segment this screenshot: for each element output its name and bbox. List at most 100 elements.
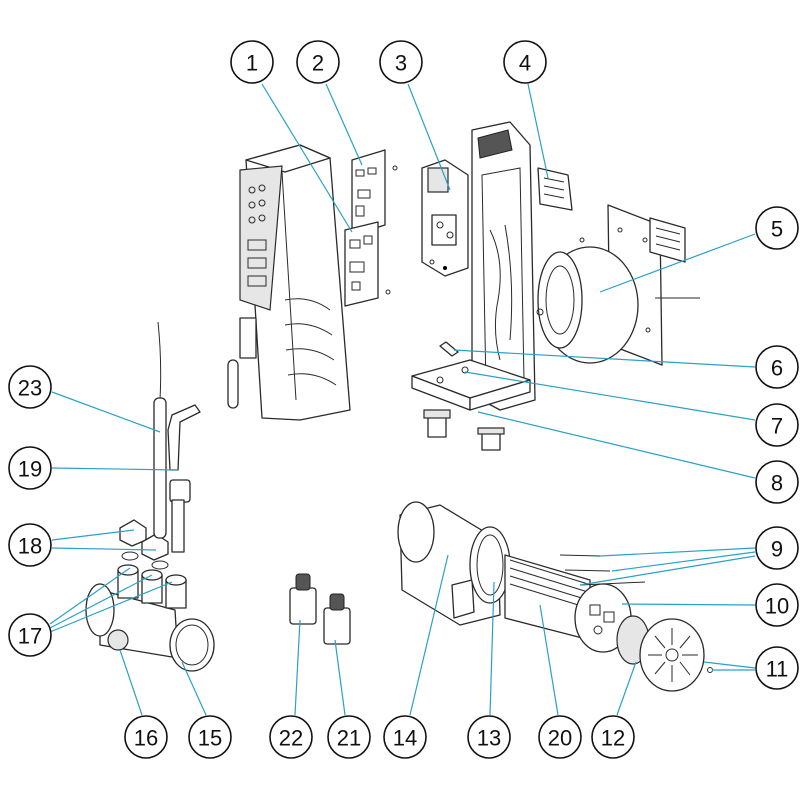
callout-circle bbox=[755, 460, 799, 504]
leader-line-17-1 bbox=[49, 567, 131, 625]
callout-label: 20 bbox=[548, 726, 572, 751]
callout-circle bbox=[755, 526, 799, 570]
leader-line-6 bbox=[453, 349, 756, 368]
callout-circle bbox=[8, 613, 52, 657]
callout-19: 19 bbox=[8, 446, 52, 490]
callout-label: 7 bbox=[771, 414, 783, 439]
callout-2: 2 bbox=[296, 40, 340, 84]
leader-line-13 bbox=[489, 581, 495, 716]
leader-line-22 bbox=[294, 619, 301, 716]
callout-label: 23 bbox=[18, 376, 42, 401]
leader-line-17-2 bbox=[49, 574, 153, 629]
callout-label: 19 bbox=[18, 457, 42, 482]
leader-line-4 bbox=[527, 83, 549, 179]
callout-circle bbox=[8, 446, 52, 490]
leader-line-18-2 bbox=[51, 547, 157, 551]
leader-line-3 bbox=[407, 83, 451, 191]
callout-circle bbox=[296, 40, 340, 84]
base-bracket bbox=[411, 341, 531, 451]
callout-13: 13 bbox=[467, 715, 511, 759]
leader-line-12 bbox=[616, 661, 637, 716]
callout-label: 14 bbox=[393, 726, 417, 751]
callout-label: 15 bbox=[198, 726, 222, 751]
callout-11: 11 bbox=[755, 646, 799, 690]
callout-label: 17 bbox=[18, 624, 42, 649]
leader-line-2 bbox=[325, 83, 363, 166]
leader-line-11-1 bbox=[703, 661, 756, 669]
cell-assembly bbox=[397, 501, 713, 692]
callout-circle bbox=[755, 646, 799, 690]
leader-line-9-2 bbox=[611, 551, 756, 572]
leader-lines bbox=[49, 83, 756, 716]
callout-circle bbox=[755, 345, 799, 389]
leader-line-7 bbox=[464, 371, 756, 421]
leader-line-10 bbox=[621, 603, 756, 606]
leader-line-20 bbox=[539, 604, 559, 716]
callout-circle bbox=[591, 715, 635, 759]
leader-line-23 bbox=[51, 391, 161, 433]
leader-line-14 bbox=[409, 554, 449, 716]
callout-circle bbox=[755, 583, 799, 627]
callout-label: 16 bbox=[134, 726, 158, 751]
callout-6: 6 bbox=[755, 345, 799, 389]
callout-12: 12 bbox=[591, 715, 635, 759]
callout-circle bbox=[230, 40, 274, 84]
transformer bbox=[536, 204, 700, 366]
callout-15: 15 bbox=[188, 715, 232, 759]
front-cover bbox=[227, 144, 351, 421]
callout-circle bbox=[188, 715, 232, 759]
callout-circle bbox=[8, 523, 52, 567]
leader-line-9-1 bbox=[599, 547, 756, 557]
callout-10: 10 bbox=[755, 583, 799, 627]
callout-21: 21 bbox=[327, 715, 371, 759]
probe-manifold bbox=[85, 321, 215, 672]
callout-circle bbox=[755, 403, 799, 447]
leader-line-17-3 bbox=[49, 581, 173, 633]
callout-circle bbox=[8, 365, 52, 409]
callout-8: 8 bbox=[755, 460, 799, 504]
callout-label: 2 bbox=[312, 51, 324, 76]
leader-line-18-1 bbox=[51, 529, 135, 541]
callout-4: 4 bbox=[503, 40, 547, 84]
callout-circle bbox=[503, 40, 547, 84]
pcb-boards bbox=[344, 149, 398, 307]
loose-fittings bbox=[289, 573, 351, 645]
callout-17: 17 bbox=[8, 613, 52, 657]
fan-grille bbox=[537, 167, 573, 211]
leader-line-21 bbox=[334, 639, 346, 716]
callout-label: 13 bbox=[477, 726, 501, 751]
callout-3: 3 bbox=[379, 40, 423, 84]
leader-line-9-3 bbox=[579, 555, 756, 586]
callout-circle bbox=[269, 715, 313, 759]
callout-1: 1 bbox=[230, 40, 274, 84]
callout-23: 23 bbox=[8, 365, 52, 409]
callout-circle bbox=[327, 715, 371, 759]
callout-label: 9 bbox=[771, 537, 783, 562]
callout-label: 22 bbox=[279, 726, 303, 751]
callout-label: 1 bbox=[246, 51, 258, 76]
leader-line-15 bbox=[181, 661, 207, 716]
leader-line-19 bbox=[51, 467, 179, 471]
callout-label: 5 bbox=[771, 217, 783, 242]
leader-line-1 bbox=[261, 83, 353, 233]
callout-circle bbox=[383, 715, 427, 759]
callout-label: 6 bbox=[771, 356, 783, 381]
leader-line-8 bbox=[477, 411, 756, 479]
power-module bbox=[421, 159, 469, 277]
callout-circle bbox=[755, 206, 799, 250]
callout-label: 10 bbox=[765, 594, 789, 619]
callout-label: 21 bbox=[337, 726, 361, 751]
callout-label: 4 bbox=[519, 51, 531, 76]
callout-label: 3 bbox=[395, 51, 407, 76]
callout-circle bbox=[124, 715, 168, 759]
callout-20: 20 bbox=[538, 715, 582, 759]
callout-9: 9 bbox=[755, 526, 799, 570]
callout-16: 16 bbox=[124, 715, 168, 759]
callout-label: 18 bbox=[18, 534, 42, 559]
callout-label: 12 bbox=[601, 726, 625, 751]
callout-label: 11 bbox=[766, 657, 789, 682]
callout-22: 22 bbox=[269, 715, 313, 759]
callout-label: 8 bbox=[771, 471, 783, 496]
